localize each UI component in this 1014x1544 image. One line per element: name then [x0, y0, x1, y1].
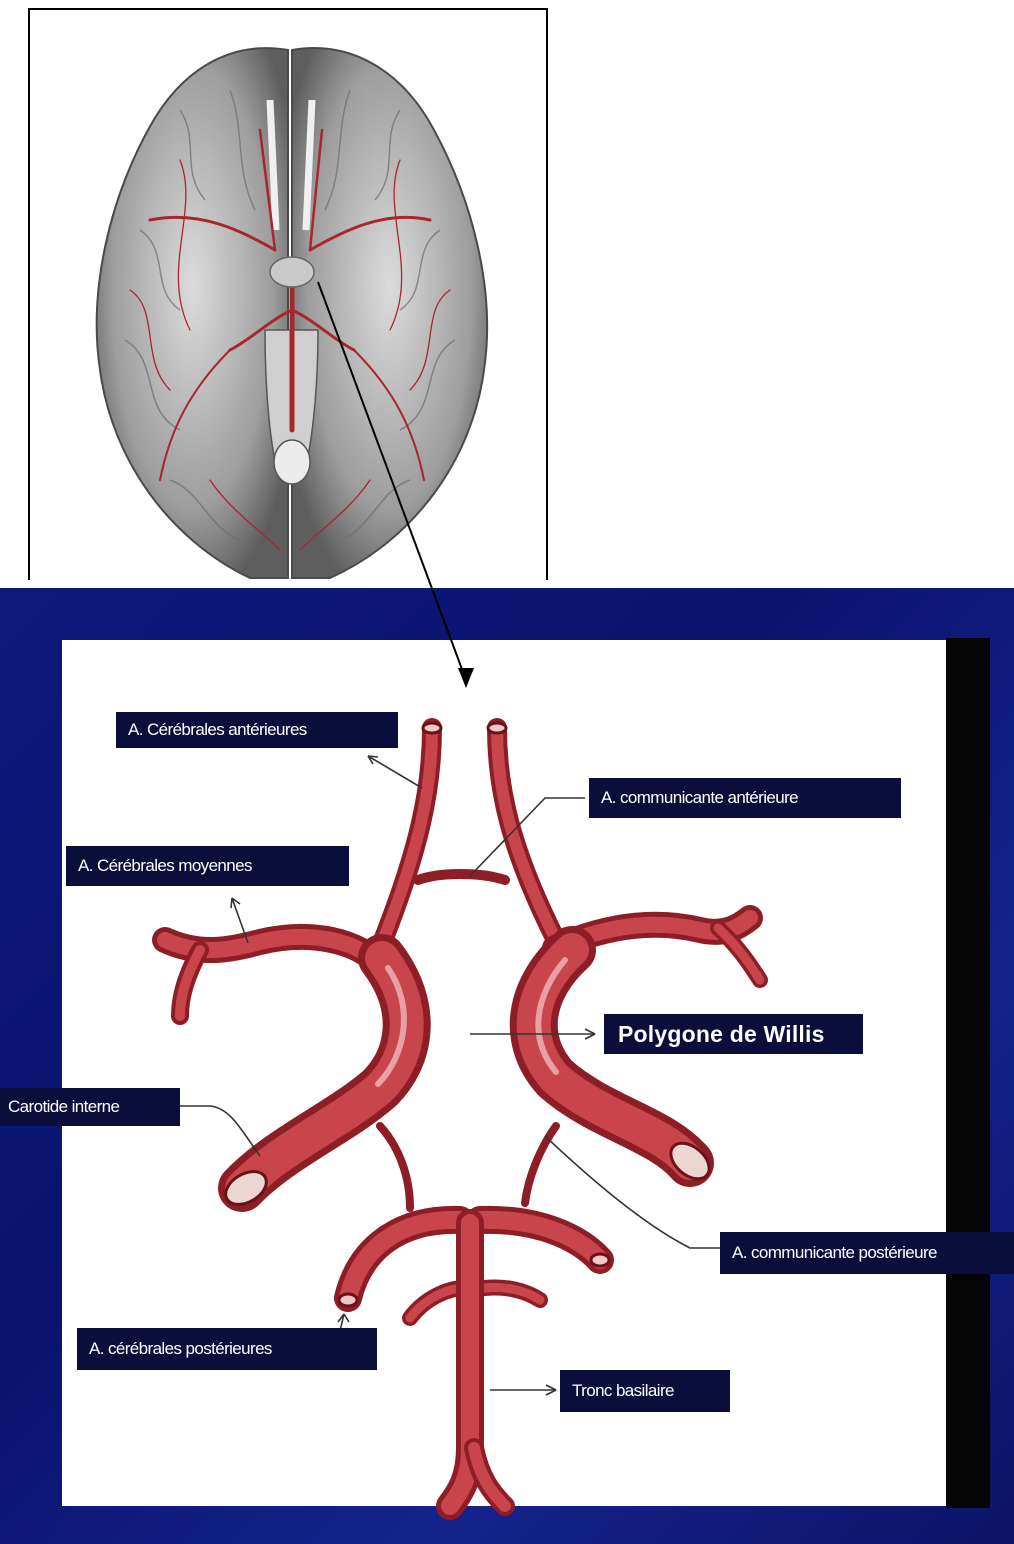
brain-inferior-view-illustration — [30, 10, 548, 580]
label-a-communicante-anterieure: A. communicante antérieure — [589, 778, 901, 818]
label-a-communicante-posterieure: A. communicante postérieure — [720, 1232, 1014, 1274]
label-tronc-basilaire: Tronc basilaire — [560, 1370, 730, 1412]
willis-diagram-panel: A. Cérébrales antérieures A. communicant… — [0, 588, 1014, 1544]
label-a-cerebrales-anterieures: A. Cérébrales antérieures — [116, 712, 398, 748]
label-carotide-interne: Carotide interne — [0, 1088, 180, 1126]
label-polygone-de-willis: Polygone de Willis — [604, 1014, 863, 1054]
brain-illustration-panel — [28, 8, 548, 580]
label-a-cerebrales-posterieures: A. cérébrales postérieures — [77, 1328, 377, 1370]
label-a-cerebrales-moyennes: A. Cérébrales moyennes — [66, 846, 349, 886]
